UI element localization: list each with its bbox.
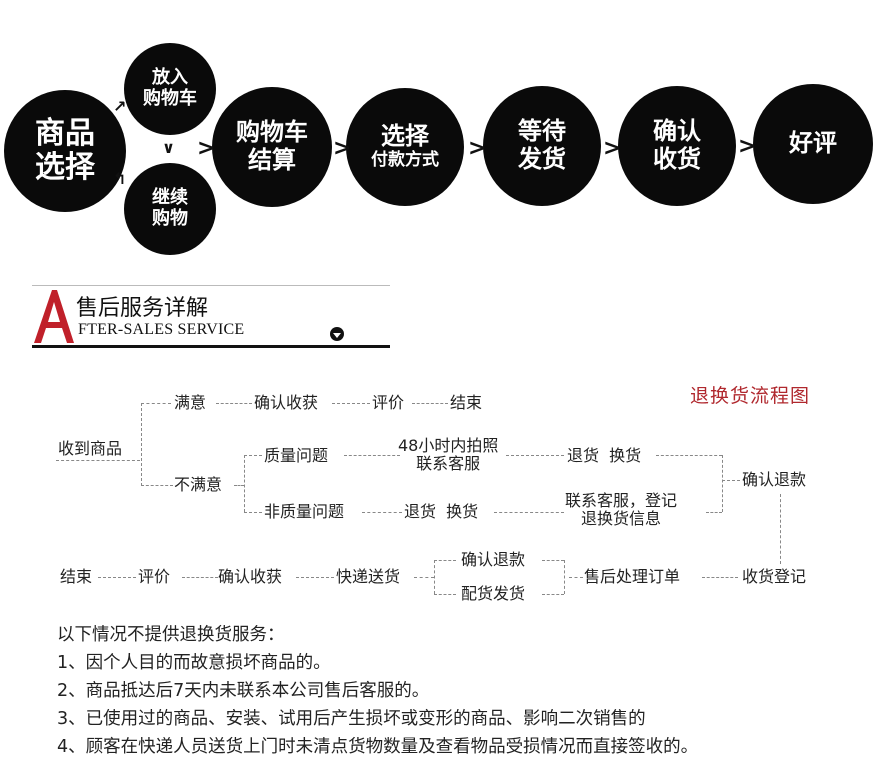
arrow-icon: >: [738, 134, 757, 159]
step-choose-payment: 选择 付款方式: [346, 88, 464, 206]
node-satisfied: 满意: [174, 393, 207, 412]
node-confirm-refund-2: 确认退款: [461, 550, 526, 569]
connector: [706, 512, 722, 513]
arrow-icon: ↰: [113, 169, 127, 188]
connector: [216, 403, 252, 404]
step-continue-shopping: 继续 购物: [124, 163, 216, 255]
connector: [412, 403, 448, 404]
node-confirm-receipt-2: 确认收获: [218, 567, 283, 586]
node-goods-register: 收货登记: [742, 567, 807, 586]
divider: [32, 345, 390, 348]
section-title: 售后服务详解: [76, 296, 209, 321]
note-item: 4、顾客在快递人员送货上门时未清点货物数量及查看物品受损情况而直接签收的。: [57, 737, 699, 757]
connector: [656, 455, 722, 456]
node-end-2: 结束: [60, 567, 93, 586]
node-return-exchange-2: 退货 换货: [404, 502, 479, 521]
connector: [56, 460, 140, 461]
connector: [542, 560, 564, 561]
connector: [564, 560, 565, 594]
arrow-icon: >: [603, 136, 622, 161]
connector: [244, 455, 262, 456]
connector: [542, 594, 564, 595]
arrow-icon: >: [197, 136, 216, 161]
connector: [182, 577, 218, 578]
connector: [332, 403, 370, 404]
connector: [780, 494, 781, 564]
no-return-conditions: 以下情况不提供退换货服务： 1、因个人目的而故意损坏商品的。 2、商品抵达后7天…: [57, 621, 698, 761]
arrow-icon: ↗: [113, 97, 127, 116]
node-return-exchange: 退货 换货: [567, 446, 642, 465]
connector: [506, 455, 564, 456]
flow-title: 退换货流程图: [690, 385, 811, 407]
step-confirm-receipt: 确认 收货: [618, 86, 736, 206]
arrow-icon: >: [333, 136, 352, 161]
node-non-quality-issue: 非质量问题: [264, 502, 345, 521]
logo-a-icon: [34, 290, 74, 343]
step-await-shipping: 等待 发货: [483, 86, 601, 206]
step-cart-checkout: 购物车 结算: [212, 87, 332, 207]
connector: [344, 455, 400, 456]
node-received: 收到商品: [58, 439, 123, 458]
step-select-product: 商品 选择: [4, 90, 126, 212]
step-add-to-cart: 放入 购物车: [124, 43, 216, 135]
chevron-down-icon: ∨: [162, 138, 175, 157]
connector: [494, 512, 564, 513]
connector: [296, 577, 334, 578]
connector: [244, 512, 262, 513]
node-register-info: 联系客服，登记 退换货信息: [565, 491, 678, 528]
arrow-icon: >: [468, 136, 487, 161]
connector: [434, 594, 456, 595]
connector: [141, 403, 142, 486]
connector: [98, 577, 136, 578]
notes-heading: 以下情况不提供退换货服务：: [57, 625, 285, 645]
connector: [702, 577, 738, 578]
node-express-delivery: 快递送货: [336, 567, 401, 586]
connector: [569, 577, 583, 578]
node-confirm-receipt: 确认收获: [254, 393, 319, 412]
note-item: 1、因个人目的而故意损坏商品的。: [57, 653, 331, 673]
section-subtitle: FTER-SALES SERVICE: [78, 321, 245, 338]
collapse-toggle-icon[interactable]: [330, 327, 344, 341]
node-confirm-refund: 确认退款: [742, 470, 807, 489]
connector: [434, 560, 456, 561]
connector: [722, 455, 723, 512]
connector: [141, 485, 173, 486]
node-end: 结束: [450, 393, 483, 412]
node-quality-issue: 质量问题: [264, 446, 329, 465]
node-photo-contact: 48小时内拍照 联系客服: [398, 436, 499, 473]
connector: [234, 485, 244, 486]
node-process-order: 售后处理订单: [584, 567, 681, 586]
connector: [362, 512, 402, 513]
connector: [141, 403, 171, 404]
connector: [722, 480, 740, 481]
divider: [32, 285, 390, 286]
connector: [434, 560, 435, 594]
connector: [414, 577, 434, 578]
note-item: 3、已使用过的商品、安装、试用后产生损坏或变形的商品、影响二次销售的: [57, 709, 646, 729]
note-item: 2、商品抵达后7天内未联系本公司售后客服的。: [57, 681, 430, 701]
node-reship: 配货发货: [461, 584, 526, 603]
node-review-2: 评价: [138, 567, 171, 586]
connector: [244, 455, 245, 512]
step-good-review: 好评: [753, 84, 873, 204]
node-review: 评价: [372, 393, 405, 412]
node-unsatisfied: 不满意: [174, 475, 223, 494]
